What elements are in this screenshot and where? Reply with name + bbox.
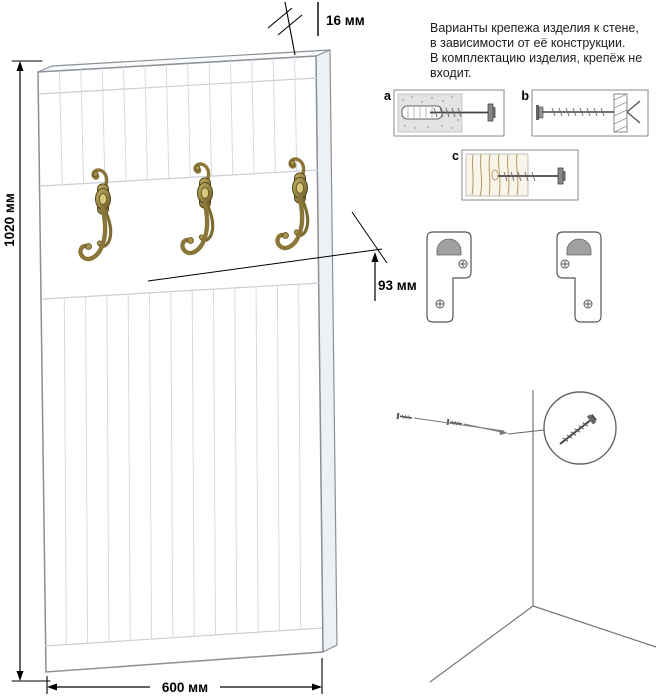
dimension-height: 1020 мм	[2, 60, 51, 682]
thickness-dimension-label: 16 мм	[326, 13, 365, 28]
screw-head-cap	[536, 105, 539, 120]
arrowhead-up	[371, 252, 379, 262]
screw-threads	[503, 171, 536, 182]
arrowhead-right	[312, 683, 322, 691]
note-line-4: входит.	[430, 66, 472, 80]
arrowhead	[499, 429, 508, 435]
option-a-label: a	[384, 89, 392, 103]
option-b-box	[531, 89, 649, 137]
keyhole-bracket-right	[556, 231, 602, 323]
wall-corner-lines	[429, 390, 657, 683]
arrowhead-left	[47, 683, 57, 691]
panel-front-face	[37, 55, 324, 673]
corner-wall-sketch	[396, 390, 657, 683]
height-dimension-label: 1020 мм	[2, 193, 17, 247]
extension-line	[147, 248, 383, 282]
screw-threads	[562, 422, 589, 442]
wood-grain	[471, 153, 519, 197]
note-line-3: В комплектацию изделия, крепёж не	[430, 51, 642, 65]
fastener-option-c: c	[452, 149, 579, 201]
screw-head-cap	[563, 171, 566, 181]
screw-head	[557, 167, 564, 185]
dimension-width: 600 мм	[46, 658, 323, 695]
option-c-label: c	[452, 149, 459, 163]
insertion-guide-line	[413, 417, 505, 432]
magnified-screw-icon	[559, 414, 597, 445]
flying-screw-icon	[396, 412, 414, 422]
option-b-label: b	[521, 89, 529, 103]
arrowhead-down	[16, 671, 24, 681]
panel-plank-lines-lower	[63, 284, 302, 645]
anchor-wings	[626, 100, 641, 124]
insertion-guide-line	[463, 423, 507, 434]
panel-groove-lines	[38, 77, 323, 647]
thickness-tick	[267, 7, 293, 29]
wall-hatch	[613, 93, 628, 133]
dowel-ribs	[407, 107, 433, 118]
screw-head-cap	[590, 414, 597, 421]
screw-head-cap	[493, 107, 496, 118]
hook-offset-dimension-label: 93 мм	[378, 278, 417, 293]
extension-line	[284, 1, 296, 56]
panel-plank-lines-upper	[58, 57, 298, 185]
note-line-1: Варианты крепежа изделия к стене,	[430, 21, 639, 35]
dimension-hook-offset: 93 мм	[147, 211, 417, 301]
arrowhead-up	[16, 61, 24, 71]
fastener-option-b: b	[521, 89, 649, 137]
magnifier-pointer-line	[507, 429, 545, 435]
panel-drawing	[37, 49, 338, 673]
concrete-speckles	[402, 96, 459, 129]
dimension-thickness: 16 мм	[267, 1, 365, 56]
thickness-tick	[277, 14, 303, 36]
label-backing	[150, 678, 220, 695]
screw-head	[487, 103, 494, 122]
keyhole-bracket-left	[426, 231, 472, 323]
screw-head	[586, 414, 597, 425]
fastener-option-a: a	[384, 89, 505, 137]
screw-threads	[433, 107, 462, 118]
wood-knot	[491, 169, 499, 181]
note-line-2: в зависимости от её конструкции.	[430, 36, 625, 50]
mounting-note: Варианты крепежа изделия к стене, в зави…	[430, 21, 642, 80]
width-dimension-label: 600 мм	[162, 680, 208, 695]
screw-threads	[551, 107, 605, 117]
extension-line	[351, 211, 388, 264]
